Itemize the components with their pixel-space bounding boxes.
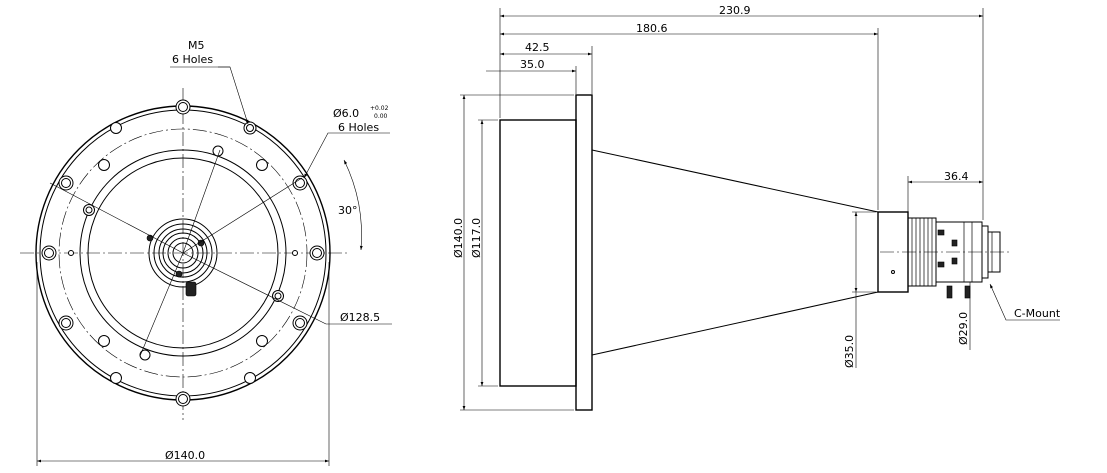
cone-end-dia-label: Ø35.0 xyxy=(843,335,856,368)
pin-holes-label: 6 Holes xyxy=(338,121,379,134)
front-view: M5 6 Holes Ø6.0 +0.02 0.00 6 Holes 30° Ø… xyxy=(20,39,392,466)
lens-dia-label: Ø29.0 xyxy=(957,312,970,345)
flange-dia-label: Ø140.0 xyxy=(452,218,465,258)
m5-holes xyxy=(41,99,325,407)
length-to-lens-label: 180.6 xyxy=(636,22,668,35)
bolt-circle-leader xyxy=(182,252,327,325)
outer-dia-label: Ø140.0 xyxy=(165,449,205,462)
pin-dia-label: Ø6.0 xyxy=(333,107,359,120)
c-mount-leader xyxy=(989,283,1060,321)
pin-tol-upper: +0.02 xyxy=(370,105,389,112)
pin-leader xyxy=(303,132,390,179)
bolt-circle-label: Ø128.5 xyxy=(340,311,380,324)
lens-assembly xyxy=(907,217,1001,299)
c-mount-label: C-Mount xyxy=(1014,307,1061,320)
side-view: 230.9 180.6 42.5 35.0 36.4 C-Mount Ø140.… xyxy=(452,4,1061,411)
pin-holes xyxy=(68,145,298,361)
m5-holes-label: 6 Holes xyxy=(172,53,213,66)
lens-length-label: 36.4 xyxy=(944,170,969,183)
mounting-flange xyxy=(575,94,593,411)
flange-body-label: 35.0 xyxy=(520,58,545,71)
flange-total-label: 42.5 xyxy=(525,41,550,54)
overall-length-label: 230.9 xyxy=(719,4,751,17)
cone-section xyxy=(591,149,879,356)
angle-arc xyxy=(343,159,363,251)
m5-title: M5 xyxy=(188,39,205,52)
pin-tol-lower: 0.00 xyxy=(374,113,388,120)
housing-body xyxy=(499,119,577,387)
lens-center xyxy=(146,218,218,297)
body-dia-label: Ø117.0 xyxy=(470,218,483,258)
angle-label: 30° xyxy=(338,204,358,217)
